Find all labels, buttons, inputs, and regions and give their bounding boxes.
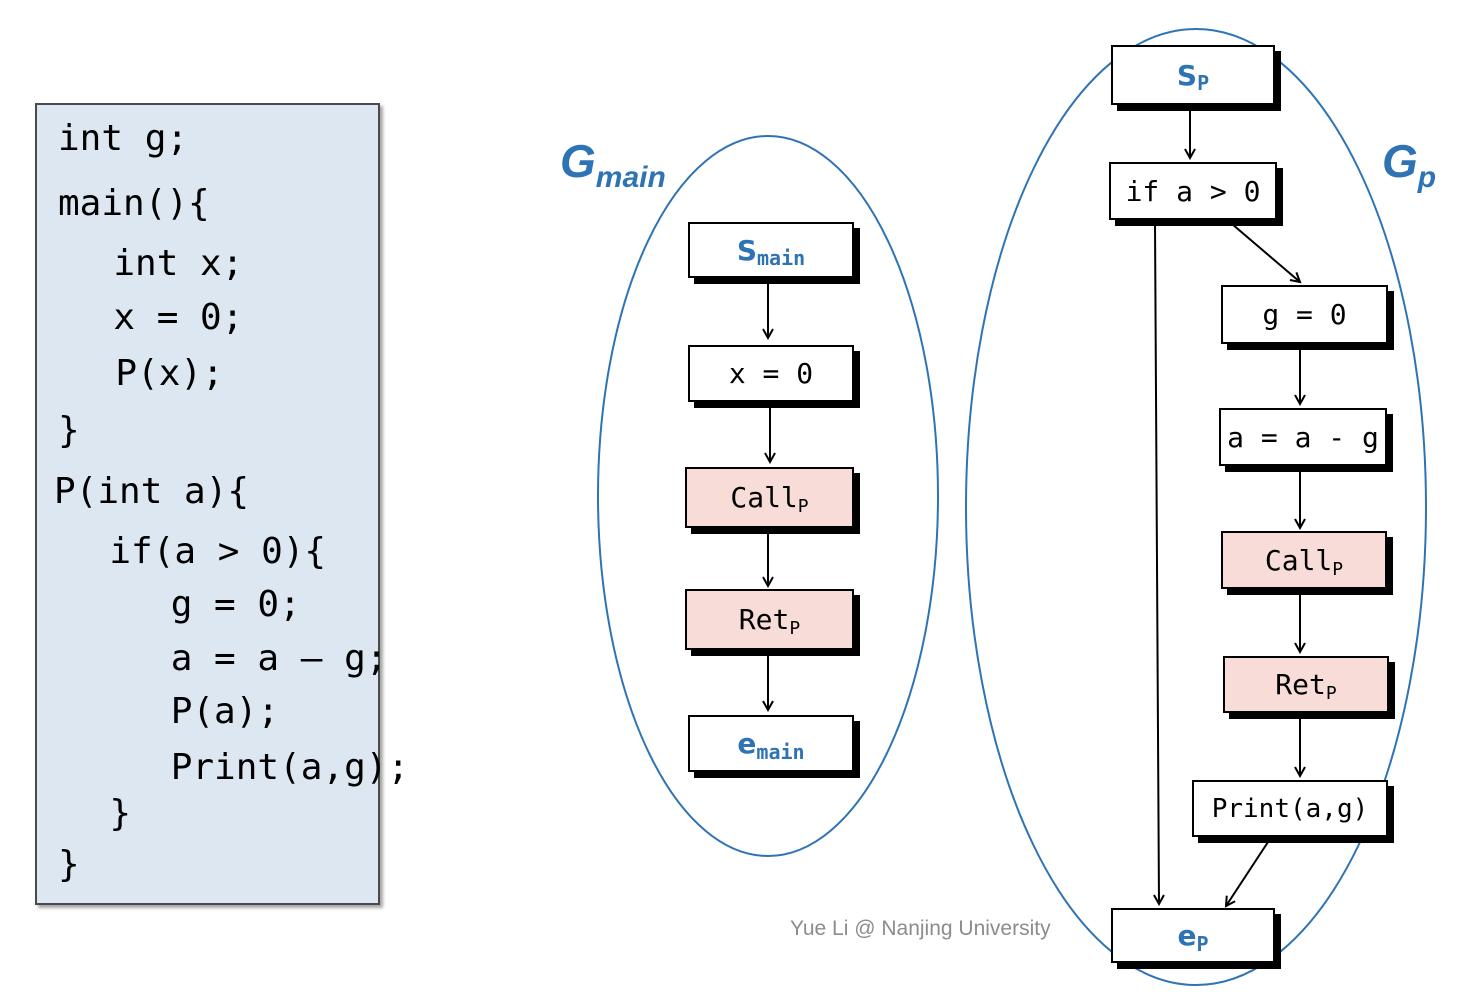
node-ret-main-text: Ret [738,603,790,636]
node-sp-text: S [1176,58,1198,92]
code-line: int g; [58,118,189,159]
code-line: main(){ [58,183,210,224]
node-ret-main-sub: P [789,618,801,639]
node-call-p-text: Call [1264,543,1333,577]
gmain-label: Gmain [560,134,666,194]
code-line: x = 0; [70,297,244,338]
gp-boundary [965,28,1427,986]
gp-label-sub: p [1417,161,1437,194]
node-smain-sub: main [757,246,806,270]
code-line: a = a – g; [84,638,388,679]
node-if: if a > 0 [1109,162,1277,220]
node-x0: x = 0 [688,345,854,402]
credit-text: Yue Li @ Nanjing University [790,917,1051,940]
node-smain-text: S [736,233,757,267]
code-panel [35,103,380,905]
edge-print-ep [1226,841,1269,906]
code-line: P(a); [84,691,280,732]
node-print-text: Print(a,g) [1211,793,1369,824]
code-line: P(int a){ [54,471,250,512]
node-g0-text: g = 0 [1262,298,1347,331]
code-line: } [58,844,80,885]
node-emain-text: e [737,727,757,760]
node-assign-a-text: a = a - g [1227,420,1379,454]
node-call-main-text: Call [730,481,798,514]
node-print: Print(a,g) [1192,780,1388,837]
code-line: Print(a,g); [84,747,410,788]
gp-label-main: G [1382,135,1418,187]
node-if-text: if a > 0 [1125,174,1261,208]
node-assign-a: a = a - g [1219,408,1387,466]
code-line: } [66,793,132,834]
gmain-label-main: G [560,135,596,187]
node-call-p-sub: P [1332,558,1344,580]
code-line: int x; [70,243,244,284]
node-g0: g = 0 [1221,285,1388,344]
code-line: if(a > 0){ [66,531,327,572]
node-x0-text: x = 0 [728,357,814,390]
node-ep-sub: P [1196,931,1209,956]
node-ep-text: e [1177,919,1197,952]
code-line: g = 0; [84,584,301,625]
gmain-boundary [597,135,939,857]
edge-if-ep [1155,223,1159,904]
node-emain-sub: main [756,739,805,764]
gmain-label-sub: main [595,161,666,194]
node-call-main-sub: P [797,496,809,517]
edge-if-g0 [1231,223,1300,282]
code-line: } [58,410,80,451]
node-ret-p-sub: P [1325,683,1337,704]
node-sp-sub: P [1197,71,1210,95]
code-line: P(x); [72,353,224,394]
node-ret-p-text: Ret [1275,668,1326,701]
gp-label: Gp [1382,134,1436,194]
